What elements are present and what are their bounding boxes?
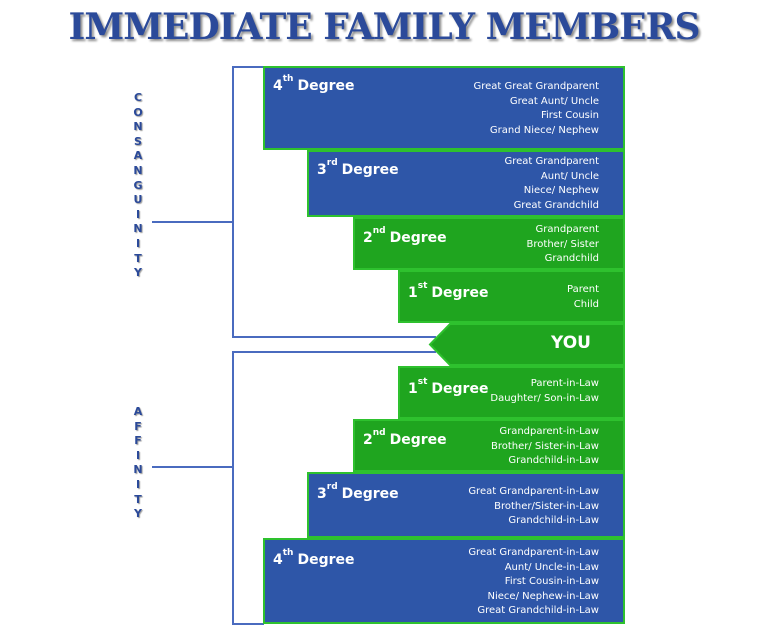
consanguinity-bracket-stem: [152, 221, 234, 223]
relation-item: Grandchild-in-Law: [508, 455, 599, 467]
relation-item: Great Grandchild-in-Law: [477, 605, 599, 617]
relation-item: Great Grandchild: [513, 199, 599, 211]
relation-item: Great Aunt/ Uncle: [509, 95, 599, 107]
affinity-bracket-bottom: [232, 623, 264, 625]
consanguinity-letter: N: [133, 222, 143, 236]
consanguinity-letter: Y: [134, 266, 142, 280]
affinity-label: A F F I N I T Y: [128, 405, 148, 522]
relation-item: Brother/ Sister: [526, 238, 599, 250]
affinity-letter: F: [134, 419, 142, 433]
relation-item: Aunt/ Uncle-in-Law: [504, 561, 599, 573]
relation-item: Great Great Grandparent: [473, 81, 600, 92]
relation-item: Parent-in-Law: [530, 378, 599, 389]
affinity-letter: I: [135, 448, 141, 462]
affinity-letter: I: [135, 477, 141, 491]
consanguinity-label: C O N S A N G U I N I T Y: [128, 91, 148, 281]
relation-item: Grandparent: [535, 224, 599, 235]
relation-list: Great Great Grandparent Great Aunt/ Uncl…: [474, 80, 600, 138]
relation-item: Great Grandparent: [504, 156, 599, 167]
affinity-letter: F: [134, 434, 142, 448]
you-shape: [428, 323, 625, 366]
consanguinity-letter: I: [135, 207, 141, 221]
relation-item: Grandchild: [544, 253, 599, 265]
relation-item: Daughter/ Son-in-Law: [490, 392, 599, 404]
you-label: YOU: [551, 333, 591, 353]
affinity-bracket-vertical: [232, 351, 234, 625]
relation-item: Brother/ Sister-in-Law: [490, 440, 599, 452]
relation-item: Niece/ Nephew-in-Law: [487, 590, 599, 602]
relation-item: Great Grandparent-in-Law: [468, 547, 599, 558]
relation-item: Great Grandparent-in-Law: [468, 486, 599, 497]
relation-item: Brother/Sister-in-Law: [494, 500, 599, 512]
relation-list: Parent Child: [567, 283, 599, 312]
consanguinity-bracket-vertical: [232, 66, 234, 338]
consanguinity-letter: O: [133, 105, 143, 119]
consanguinity-bracket-bottom: [232, 336, 436, 338]
relation-item: Aunt/ Uncle: [540, 170, 599, 182]
page-title: IMMEDIATE FAMILY MEMBERS: [68, 6, 701, 48]
relation-item: Parent: [566, 284, 599, 295]
consanguinity-bracket-top: [232, 66, 264, 68]
relation-list: Great Grandparent-in-Law Aunt/ Uncle-in-…: [468, 546, 599, 619]
affinity-letter: Y: [134, 507, 142, 521]
consanguinity-letter: C: [133, 91, 143, 104]
relation-item: First Cousin: [541, 110, 599, 122]
relation-item: Grandparent-in-Law: [499, 426, 599, 437]
affinity-letter: T: [134, 492, 142, 506]
affinity-letter: N: [133, 463, 143, 477]
relation-item: Grandchild-in-Law: [508, 515, 599, 527]
relation-item: Grand Niece/ Nephew: [489, 124, 599, 136]
consanguinity-letter: I: [135, 236, 141, 250]
relation-list: Great Grandparent Aunt/ Uncle Niece/ Nep…: [505, 155, 599, 213]
consanguinity-letter: U: [133, 193, 143, 207]
affinity-bracket-stem: [152, 466, 234, 468]
relation-list: Parent-in-Law Daughter/ Son-in-Law: [490, 377, 599, 406]
you-box: [428, 323, 625, 366]
consanguinity-letter: S: [134, 134, 142, 148]
consanguinity-letter: G: [133, 178, 143, 192]
relation-list: Grandparent-in-Law Brother/ Sister-in-La…: [491, 425, 599, 469]
relation-item: Child: [573, 298, 599, 310]
relation-item: First Cousin-in-Law: [504, 576, 599, 588]
affinity-letter: A: [133, 405, 143, 418]
relation-item: Niece/ Nephew: [523, 185, 599, 197]
consanguinity-letter: N: [133, 163, 143, 177]
consanguinity-letter: T: [134, 251, 142, 265]
relation-list: Great Grandparent-in-Law Brother/Sister-…: [468, 485, 599, 529]
affinity-bracket-top: [232, 351, 436, 353]
consanguinity-letter: N: [133, 120, 143, 134]
relation-list: Grandparent Brother/ Sister Grandchild: [527, 223, 599, 267]
consanguinity-letter: A: [133, 149, 143, 163]
